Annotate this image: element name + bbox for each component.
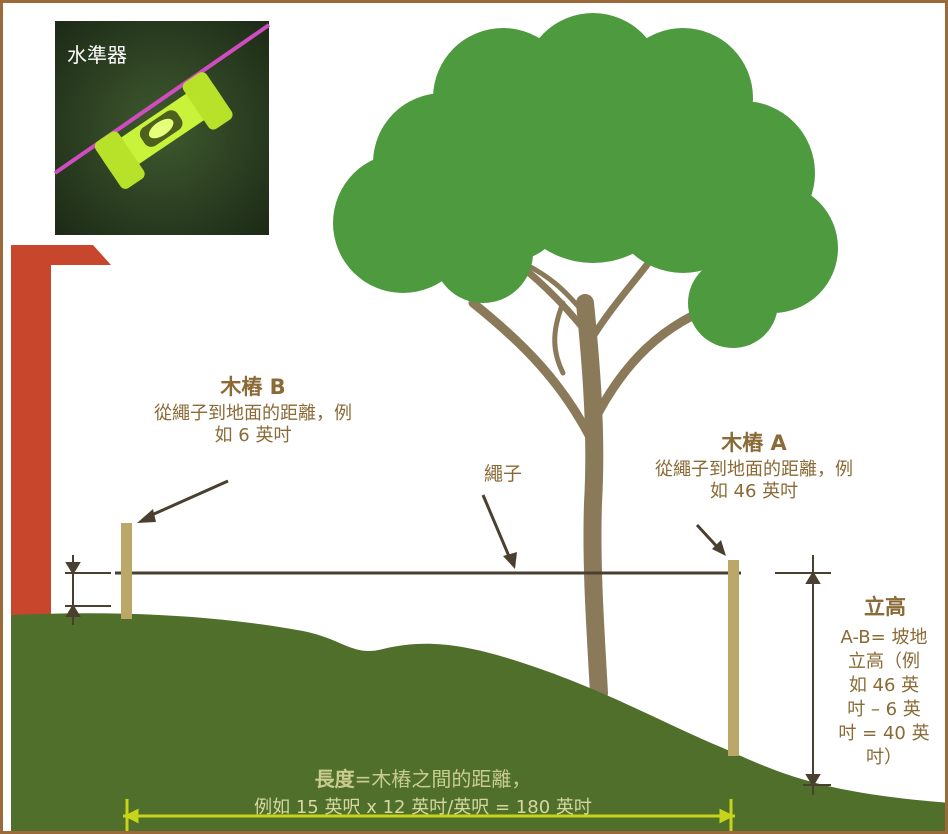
house <box>11 245 111 615</box>
stake-b <box>121 523 132 619</box>
arrow-stake-b <box>137 479 229 523</box>
arrow-rope <box>481 494 517 569</box>
length-title: 長度 <box>314 767 355 791</box>
ground <box>11 613 945 831</box>
rise-title: 立高 <box>864 595 906 619</box>
stake-b-measure <box>65 555 111 625</box>
rise-description: A-B= 坡地 立高（例 如 46 英 吋 – 6 英 吋 = 40 英 吋） <box>838 627 930 768</box>
length-title-rest: =木樁之間的距離， <box>354 767 532 791</box>
stake-b-title: 木樁 B <box>220 375 286 399</box>
level-label: 水準器 <box>67 43 127 67</box>
stake-a <box>728 560 739 756</box>
length-example: 例如 15 英呎 x 12 英吋/英呎 = 180 英吋 <box>254 797 592 818</box>
length-measure <box>123 799 735 831</box>
stake-a-title: 木樁 A <box>721 431 787 455</box>
tree-trunk <box>468 239 728 702</box>
length-title-line: 長度=木樁之間的距離， <box>143 763 703 792</box>
stake-a-description: 從繩子到地面的距離，例如 46 英吋 <box>655 459 853 502</box>
tree-foliage <box>333 13 838 348</box>
rope-label: 繩子 <box>483 463 522 485</box>
rise-measure <box>775 555 831 795</box>
stake-b-description: 從繩子到地面的距離，例如 6 英吋 <box>154 403 352 446</box>
arrow-stake-a <box>695 523 726 556</box>
diagram-canvas <box>11 13 945 831</box>
line-level-inset <box>53 21 271 235</box>
